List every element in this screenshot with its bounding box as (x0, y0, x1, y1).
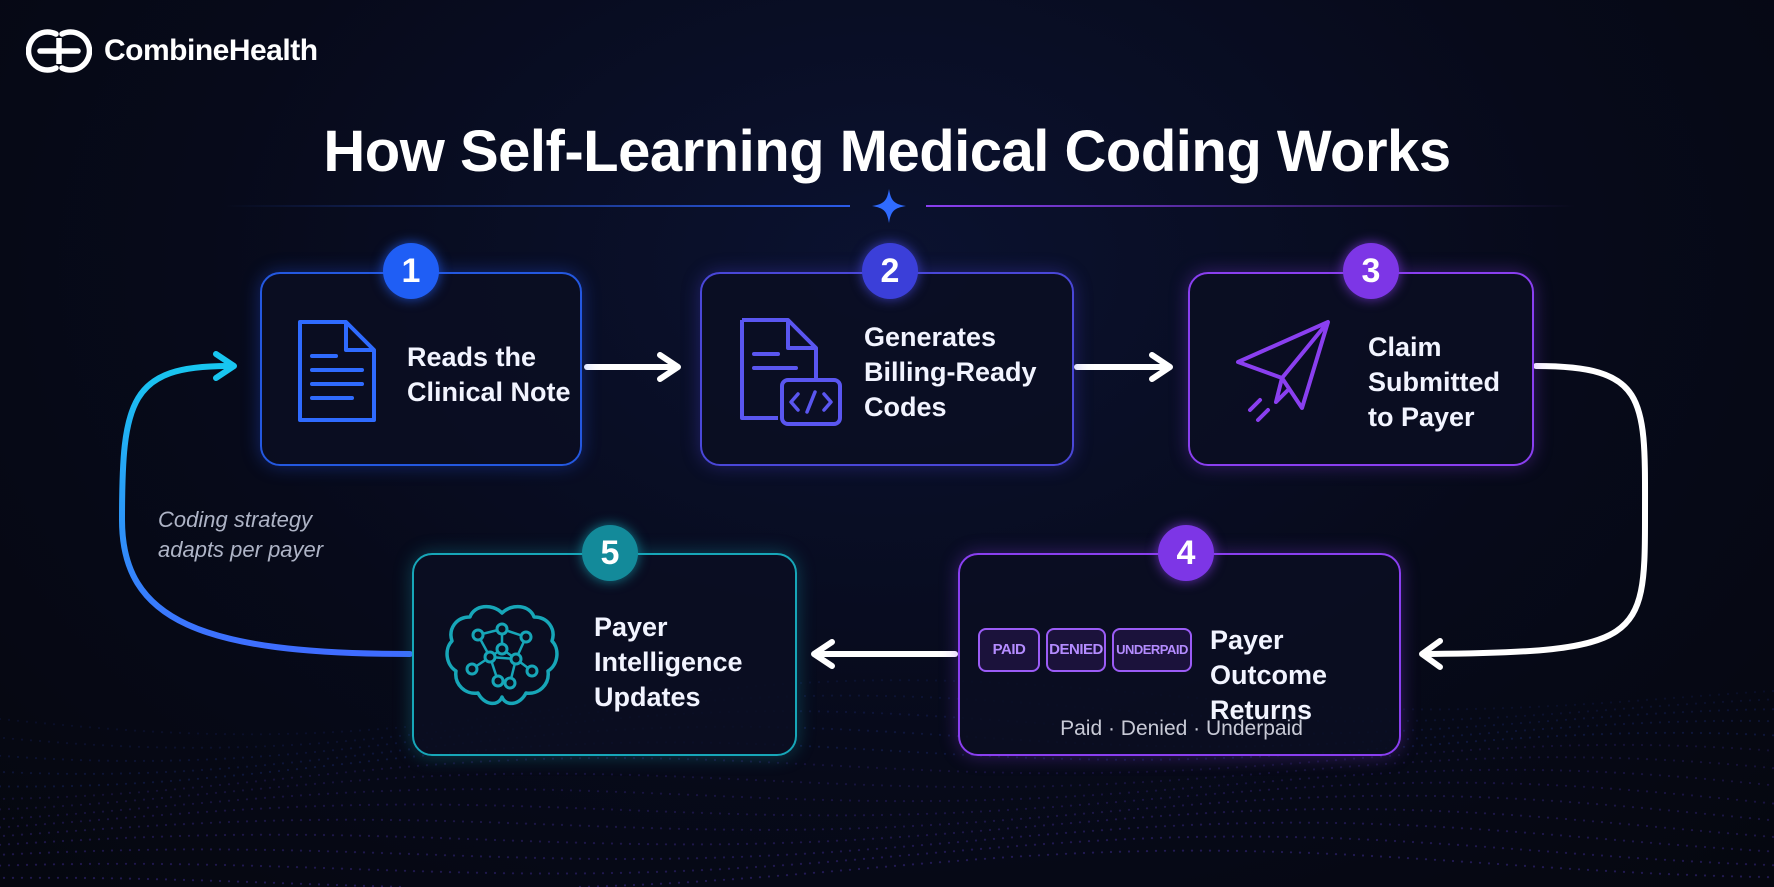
sparkle-icon (872, 189, 906, 223)
document-icon (298, 320, 376, 422)
title-divider-right (926, 205, 1576, 207)
step-4-card: PAID DENIED UNDERPAID Payer Outcome Retu… (958, 553, 1401, 756)
step-4-subtitle: Paid · Denied · Underpaid (1060, 717, 1303, 740)
loop-note: Coding strategy adapts per payer (158, 507, 324, 562)
combinehealth-logo-icon (26, 29, 92, 73)
brain-network-icon (445, 604, 559, 706)
arrow-1-to-2 (584, 352, 681, 382)
loop-arrow-5-to-1 (118, 351, 413, 657)
tag-denied: DENIED (1046, 628, 1106, 672)
step-3-badge: 3 (1343, 243, 1399, 299)
arrow-2-to-3 (1074, 352, 1173, 382)
brand-name: CombineHealth (104, 34, 318, 67)
brand-logo: CombineHealth (26, 26, 318, 76)
step-3-label: Claim Submitted to Payer (1368, 332, 1500, 432)
paper-plane-icon (1236, 320, 1330, 422)
code-document-icon (740, 318, 842, 426)
step-5-badge: 5 (582, 525, 638, 581)
step-4-badge: 4 (1158, 525, 1214, 581)
step-2-card: Generates Billing-Ready Codes (700, 272, 1074, 466)
page-title: How Self-Learning Medical Coding Works (323, 119, 1451, 184)
step-2-label: Generates Billing-Ready Codes (864, 322, 1037, 422)
title-divider-left (225, 205, 850, 207)
tag-paid: PAID (978, 628, 1040, 672)
step-1-label: Reads the Clinical Note (407, 342, 571, 407)
arrow-3-to-4 (1419, 363, 1649, 670)
step-4-label: Payer Outcome Returns (1210, 625, 1328, 725)
arrow-4-to-5 (811, 639, 958, 669)
step-3-card: Claim Submitted to Payer (1188, 272, 1534, 466)
tag-underpaid: UNDERPAID (1112, 628, 1192, 672)
step-5-label: Payer Intelligence Updates (594, 612, 743, 712)
step-1-badge: 1 (383, 243, 439, 299)
step-2-badge: 2 (862, 243, 918, 299)
step-1-card: Reads the Clinical Note (260, 272, 582, 466)
step-5-card: Payer Intelligence Updates (412, 553, 797, 756)
